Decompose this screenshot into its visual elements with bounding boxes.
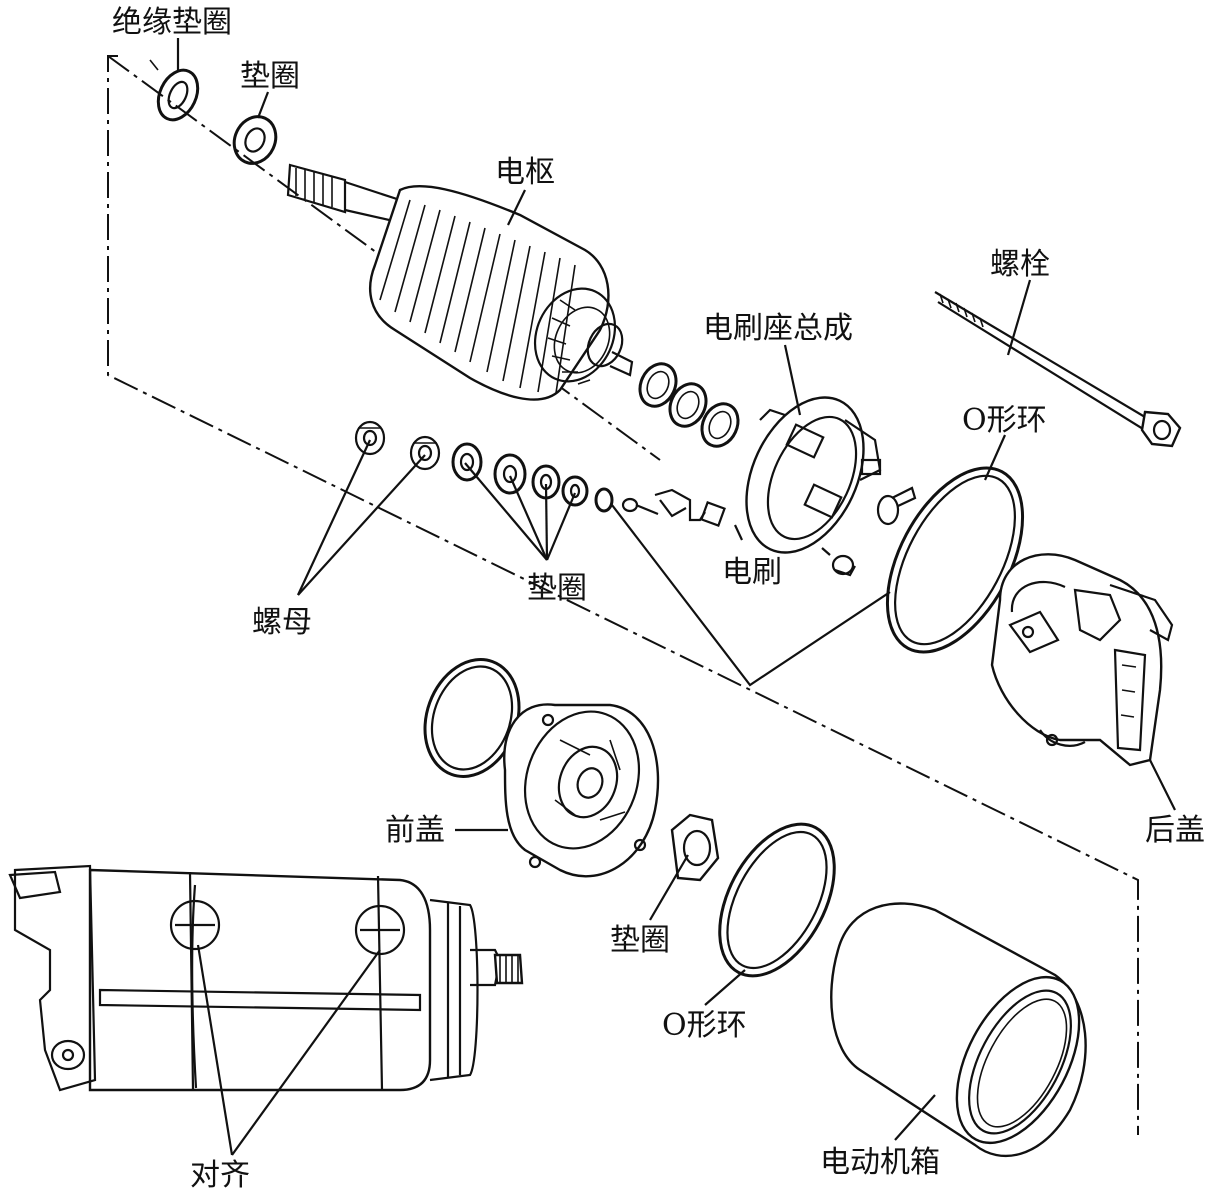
through-bolt [934, 291, 1182, 448]
label-brush: 电刷 [722, 555, 782, 590]
front-cover [503, 703, 660, 878]
motor-case [830, 902, 1087, 1158]
label-front-cover: 前盖 [385, 813, 445, 848]
label-washer-bottom: 垫圈 [610, 923, 670, 958]
label-rear-cover: 后盖 [1145, 813, 1205, 848]
brush-holder-assembly [745, 396, 882, 554]
label-align: 对齐 [190, 1158, 250, 1193]
holder-screw [821, 547, 856, 577]
armature [286, 163, 634, 401]
assembled-starter-motor [8, 864, 524, 1092]
leader-lines [176, 38, 1176, 1156]
label-o-ring-bottom: O形环 [662, 1008, 747, 1043]
label-o-ring-top: O形环 [962, 403, 1047, 438]
label-armature: 电枢 [495, 155, 555, 190]
label-washer-top: 垫圈 [240, 59, 300, 94]
o-ring-bottom [718, 822, 836, 978]
label-bolt: 螺栓 [990, 247, 1050, 282]
washer-top [232, 115, 278, 165]
brush [621, 488, 726, 527]
label-motor-case: 电动机箱 [820, 1145, 940, 1180]
label-insulating-washer: 绝缘垫圈 [112, 5, 232, 40]
labels: 绝缘垫圈 垫圈 电枢 螺栓 电刷座总成 O形环 电刷 垫圈 螺母 后盖 前盖 垫… [112, 5, 1205, 1193]
label-brush-holder-assembly: 电刷座总成 [703, 311, 853, 346]
rear-cover [990, 553, 1174, 767]
label-nuts: 螺母 [252, 605, 312, 640]
insulating-washer [149, 59, 200, 122]
label-washers-mid: 垫圈 [527, 571, 587, 606]
brush-spring [876, 486, 917, 526]
nut-2 [409, 435, 441, 471]
washer-leader-chain [611, 504, 891, 687]
nut-1 [354, 420, 386, 456]
armature-end-washers [638, 362, 740, 448]
